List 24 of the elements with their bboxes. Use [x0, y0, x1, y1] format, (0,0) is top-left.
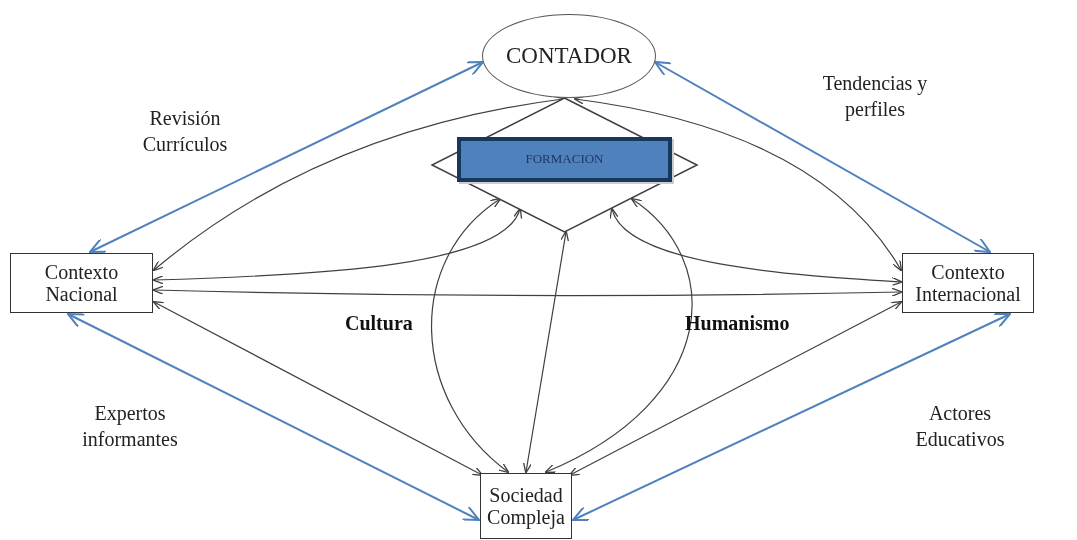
- concept-label: Cultura: [345, 311, 413, 336]
- arrow: [522, 230, 570, 474]
- node-label: CONTADOR: [506, 43, 632, 69]
- arrow: [654, 61, 991, 253]
- text-box: [480, 473, 572, 539]
- banner-box: [457, 137, 672, 182]
- arrow: [152, 285, 903, 297]
- diamond-shape: [432, 98, 697, 232]
- arrow: [568, 300, 903, 477]
- concept-label: Humanismo: [685, 311, 790, 336]
- arrow: [610, 207, 903, 287]
- arrow: [152, 300, 484, 477]
- arrow: [67, 313, 480, 521]
- node-label: FORMACION: [525, 152, 604, 167]
- arrow: [152, 207, 522, 285]
- node-label: Sociedad Compleja: [486, 484, 566, 528]
- arrow: [544, 197, 693, 474]
- text-box: [902, 253, 1034, 313]
- node-label: Contexto Internacional: [914, 261, 1022, 305]
- node-label: Contexto Nacional: [43, 261, 120, 305]
- text-box: [10, 253, 153, 313]
- arrow: [572, 313, 1011, 521]
- arrow: [89, 61, 484, 253]
- arrow: [431, 197, 510, 474]
